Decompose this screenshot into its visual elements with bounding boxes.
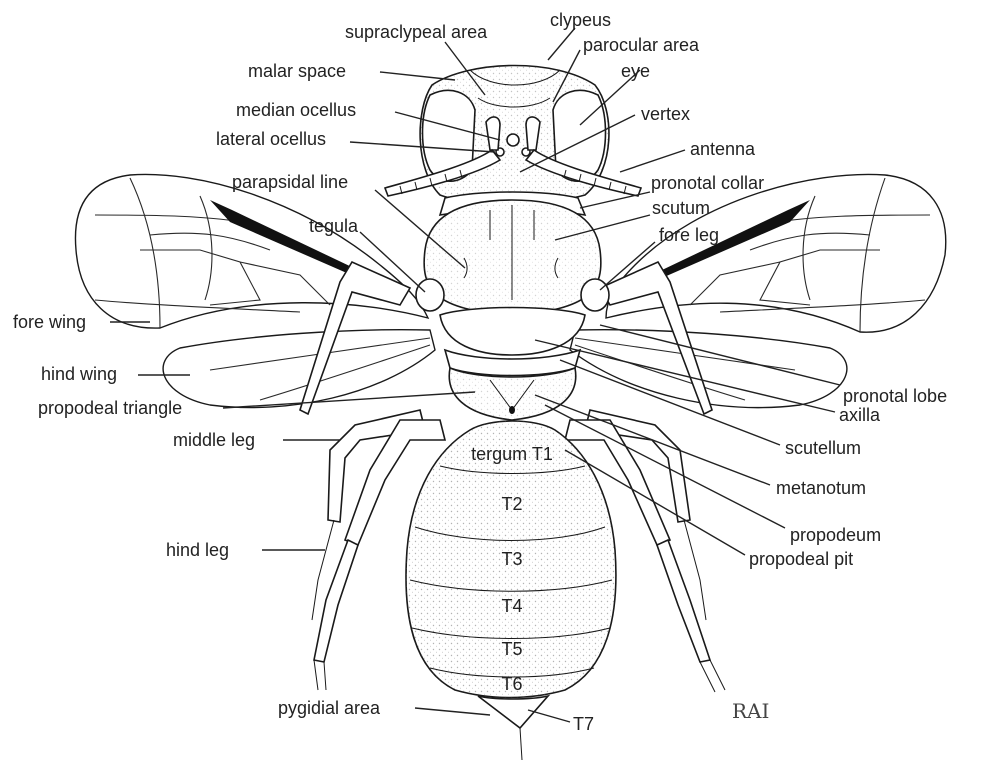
left-hind-wing: [163, 330, 435, 408]
right-hind-wing: [570, 330, 847, 408]
segment-label-t5: T5: [501, 639, 522, 659]
label-t7: T7: [573, 714, 594, 734]
label-fore-wing: fore wing: [13, 312, 86, 332]
label-hind-leg: hind leg: [166, 540, 229, 560]
segment-label-t4: T4: [501, 596, 522, 616]
segment-label-t3: T3: [501, 549, 522, 569]
label-hind-wing: hind wing: [41, 364, 117, 384]
label-median-ocellus: median ocellus: [236, 100, 356, 120]
label-pygidial-area: pygidial area: [278, 698, 381, 718]
label-propodeal-pit: propodeal pit: [749, 549, 853, 569]
label-propodeal-triangle: propodeal triangle: [38, 398, 182, 418]
abdomen: [406, 421, 616, 760]
label-metanotum: metanotum: [776, 478, 866, 498]
label-parocular-area: parocular area: [583, 35, 700, 55]
label-parapsidal-line: parapsidal line: [232, 172, 348, 192]
label-eye: eye: [621, 61, 650, 81]
label-clypeus: clypeus: [550, 10, 611, 30]
label-propodeum: propodeum: [790, 525, 881, 545]
label-lateral-ocellus: lateral ocellus: [216, 129, 326, 149]
label-pronotal-collar: pronotal collar: [651, 173, 764, 193]
label-antenna: antenna: [690, 139, 756, 159]
label-axilla: axilla: [839, 405, 881, 425]
label-scutum: scutum: [652, 198, 710, 218]
segment-label-t6: T6: [501, 674, 522, 694]
label-middle-leg: middle leg: [173, 430, 255, 450]
label-tegula: tegula: [309, 216, 359, 236]
label-pronotal-lobe: pronotal lobe: [843, 386, 947, 406]
artist-signature: RAI: [732, 699, 769, 723]
label-scutellum: scutellum: [785, 438, 861, 458]
label-supraclypeal-area: supraclypeal area: [345, 22, 488, 42]
thorax: [416, 192, 609, 420]
left-fore-wing: [75, 174, 428, 328]
label-fore-leg: fore leg: [659, 225, 719, 245]
segment-label-t1: tergum T1: [471, 444, 553, 464]
label-malar-space: malar space: [248, 61, 346, 81]
label-vertex: vertex: [641, 104, 690, 124]
segment-label-t2: T2: [501, 494, 522, 514]
